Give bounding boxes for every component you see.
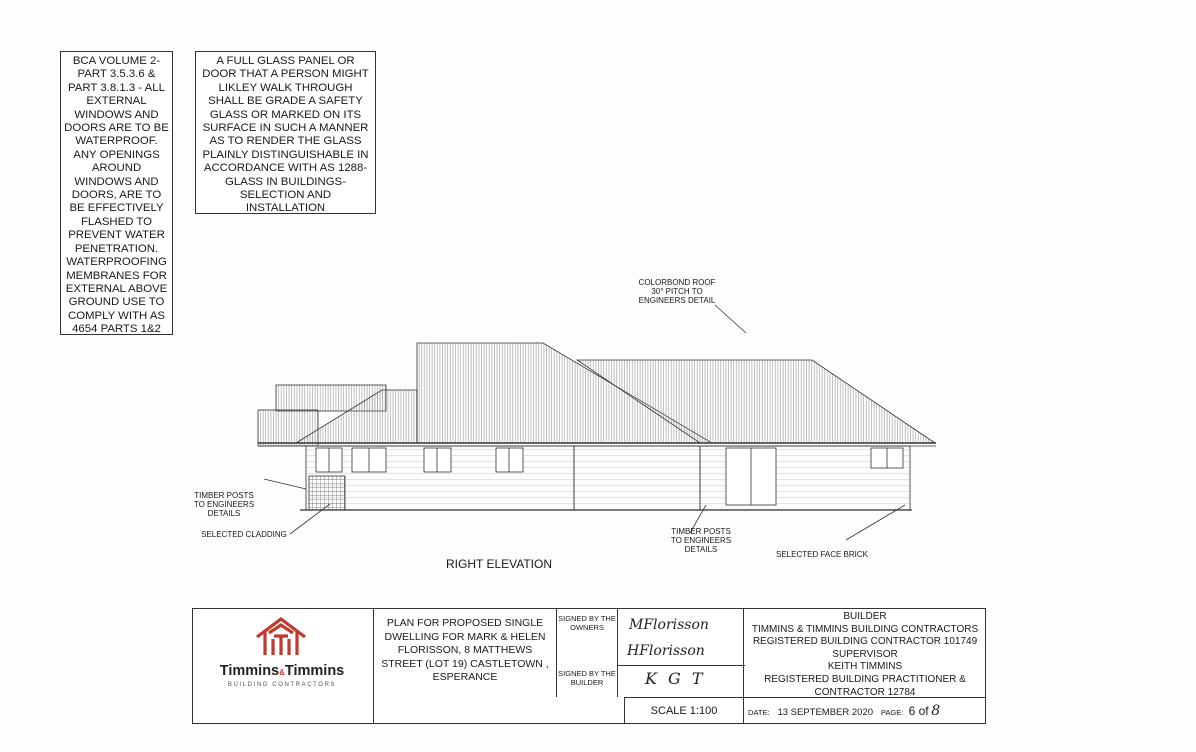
timber-label-line: TIMBER POSTS bbox=[194, 491, 254, 500]
signed-by-builder-label: SIGNED BY THE BUILDER bbox=[558, 669, 616, 687]
bca-waterproofing-note: BCA VOLUME 2- PART 3.5.3.6 & PART 3.8.1.… bbox=[60, 51, 173, 335]
builder-line: REGISTERED BUILDING CONTRACTOR 101749 bbox=[752, 636, 978, 648]
roof-label-line: 30° PITCH TO bbox=[651, 287, 703, 296]
roof-label-line: ENGINEERS DETAIL bbox=[638, 296, 716, 305]
date-label: DATE: bbox=[748, 708, 770, 717]
safety-glass-note: A FULL GLASS PANEL OR DOOR THAT A PERSON… bbox=[195, 51, 376, 214]
builder-line: BUILDER bbox=[843, 611, 887, 622]
builder-line: SUPERVISOR bbox=[832, 648, 898, 660]
builder-line: TIMMINS & TIMMINS BUILDING CONTRACTORS bbox=[751, 623, 979, 635]
brand-name: Timmins&Timmins bbox=[219, 663, 345, 679]
timber-label-line: DETAILS bbox=[207, 509, 241, 518]
plan-description: PLAN FOR PROPOSED SINGLE DWELLING FOR MA… bbox=[374, 609, 557, 697]
builder-signature-area bbox=[617, 665, 745, 697]
timber-posts-right-label: TIMBER POSTS TO ENGINEERS DETAILS bbox=[664, 527, 738, 554]
timber-label-line: TO ENGINEERS bbox=[193, 500, 255, 509]
date-value: 13 SEPTEMBER 2020 bbox=[777, 707, 874, 718]
brand-subtitle: BUILDING CONTRACTORS bbox=[227, 682, 337, 688]
face-brick-label: SELECTED FACE BRICK bbox=[775, 550, 869, 559]
timmins-logo-icon bbox=[256, 617, 306, 655]
timber-label-line: DETAILS bbox=[684, 545, 718, 554]
owner-signature-1: MFlorisson bbox=[629, 617, 709, 633]
roof-label-line: COLORBOND ROOF bbox=[638, 278, 716, 287]
page-total: 8 bbox=[931, 703, 941, 719]
owner-signature-2: HFlorisson bbox=[627, 643, 705, 659]
timber-posts-left-label: TIMBER POSTS TO ENGINEERS DETAILS bbox=[186, 491, 262, 518]
owners-signature-area bbox=[617, 609, 745, 666]
timber-label-line: TIMBER POSTS bbox=[671, 527, 731, 536]
builder-line: REGISTERED BUILDING PRACTITIONER & bbox=[764, 673, 966, 685]
builder-details: BUILDER TIMMINS & TIMMINS BUILDING CONTR… bbox=[744, 609, 986, 698]
signed-by-owners-label: SIGNED BY THE OWNERS bbox=[558, 614, 616, 632]
scale-value: SCALE 1:100 bbox=[624, 697, 744, 723]
builder-line: KEITH TIMMINS bbox=[827, 661, 903, 673]
logo-cell: Timmins&Timmins BUILDING CONTRACTORS bbox=[193, 609, 374, 723]
timber-label-line: TO ENGINEERS bbox=[670, 536, 732, 545]
page-number: 6 of bbox=[908, 704, 929, 718]
builder-line: CONTRACTOR 12784 bbox=[814, 686, 916, 698]
brick-wall-middle bbox=[573, 445, 701, 511]
selected-cladding bbox=[308, 475, 346, 511]
signature-cell: SIGNED BY THE OWNERS SIGNED BY THE BUILD… bbox=[557, 609, 745, 697]
builder-signature: K G T bbox=[645, 669, 706, 688]
page-label: PAGE: bbox=[880, 708, 904, 717]
elevation-title: RIGHT ELEVATION bbox=[446, 557, 553, 571]
title-block: Timmins&Timmins BUILDING CONTRACTORS PLA… bbox=[192, 608, 986, 724]
cladding-label: SELECTED CLADDING bbox=[201, 530, 287, 539]
roof-label: COLORBOND ROOF 30° PITCH TO ENGINEERS DE… bbox=[622, 278, 732, 305]
date-page-cell: DATE: 13 SEPTEMBER 2020 PAGE: 6 of 8 bbox=[744, 697, 986, 723]
